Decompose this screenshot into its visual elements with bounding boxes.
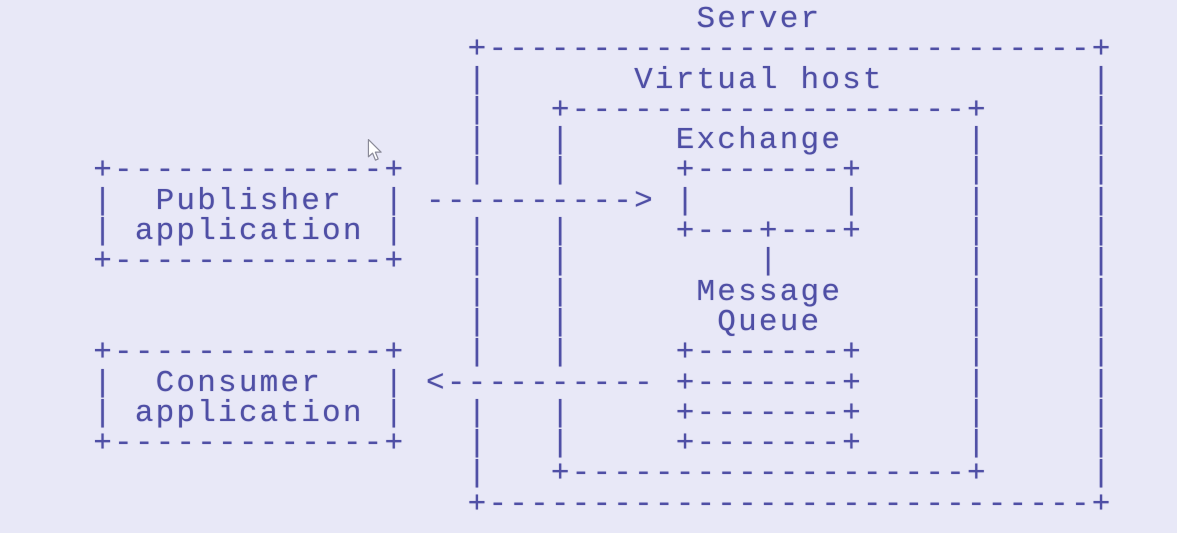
ascii-diagram: Server +-----------------------------+ |…: [93, 2, 1113, 522]
